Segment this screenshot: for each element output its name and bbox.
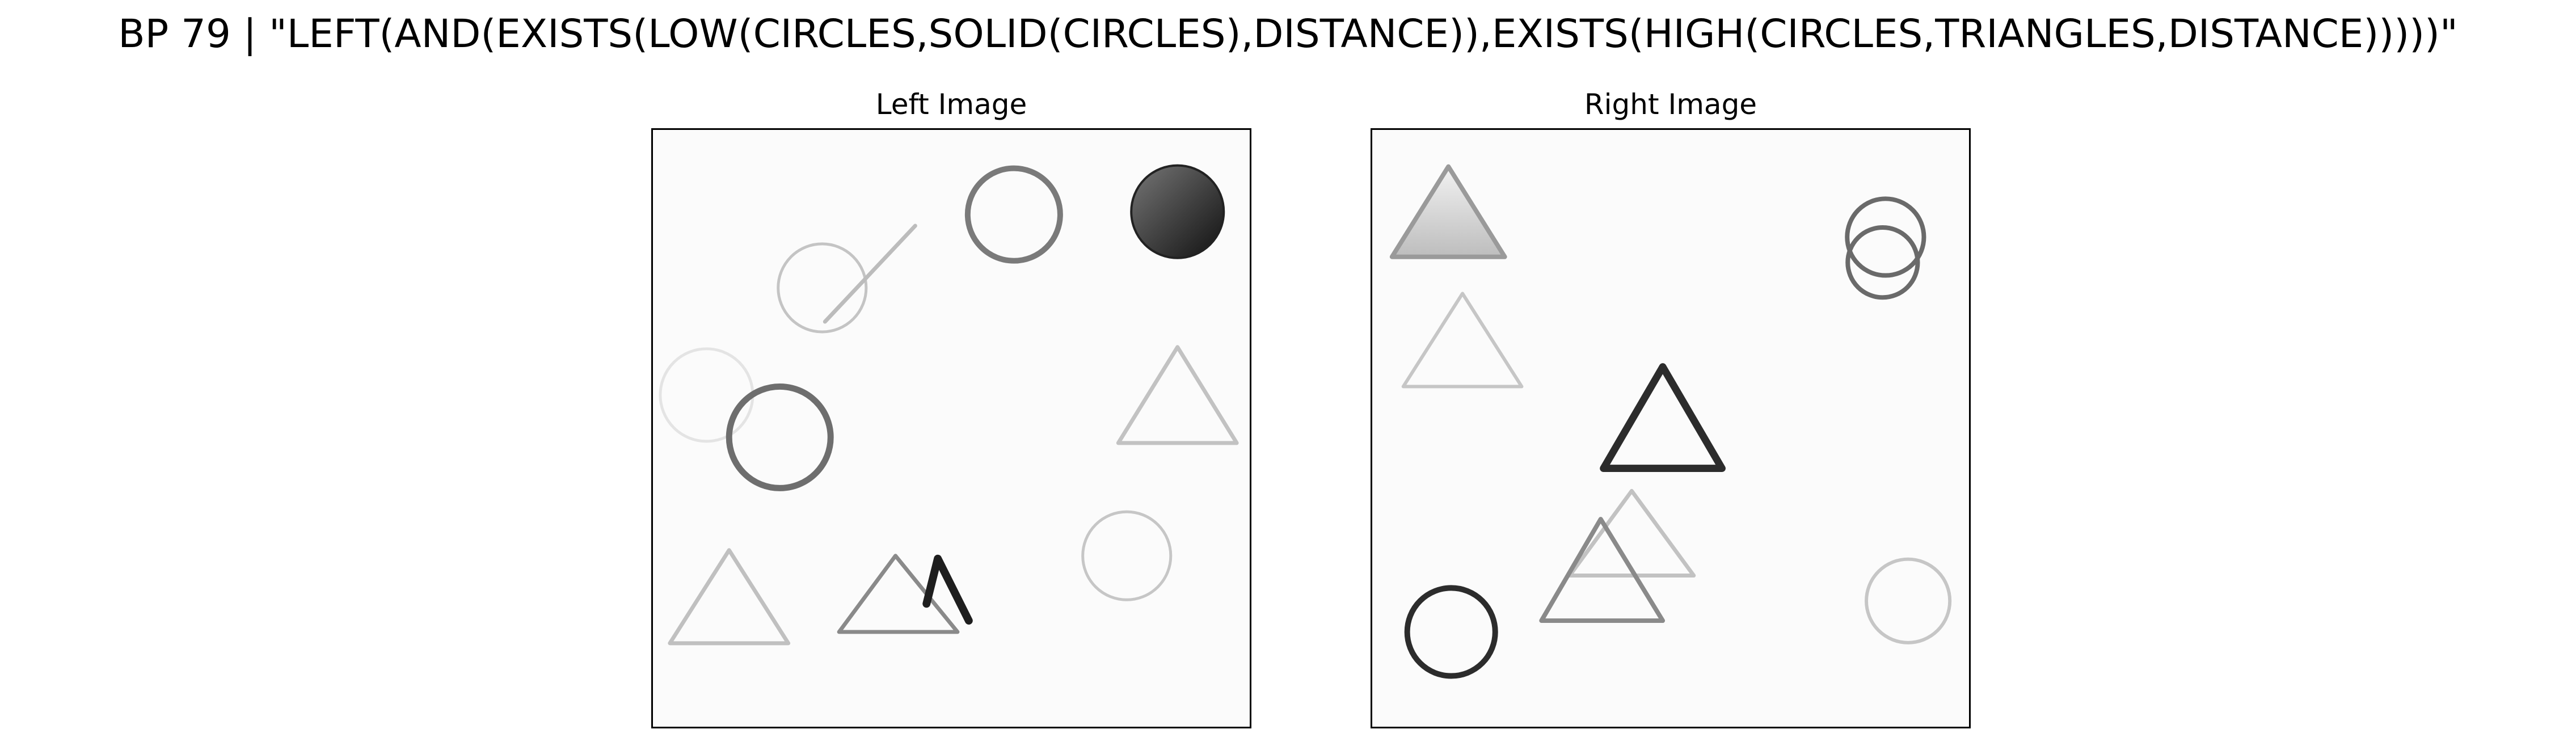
right-dark-circle [1404, 585, 1498, 679]
left-solid-circle [1130, 164, 1225, 259]
right-image-panel [1371, 128, 1971, 728]
right-dark-triangle [1600, 363, 1726, 473]
left-image-canvas [659, 164, 1239, 646]
right-triangle-outline-3 [1539, 517, 1666, 623]
left-line-stroke [823, 224, 917, 324]
left-panel-title: Left Image [875, 88, 1027, 121]
right-double-circle-bottom [1845, 225, 1920, 300]
figure-title: BP 79 | "LEFT(AND(EXISTS(LOW(CIRCLES,SOL… [118, 11, 2458, 57]
left-circle-outline-1 [777, 242, 868, 334]
left-triangle-bottom-left [668, 548, 791, 646]
right-double-circle-top [1845, 196, 1926, 278]
right-triangle-outline-2 [1567, 488, 1696, 578]
right-panel-title: Right Image [1584, 88, 1757, 121]
right-light-circle [1865, 557, 1952, 644]
left-circle-outline-3 [726, 383, 834, 491]
left-triangle-right [1116, 345, 1239, 445]
left-image-panel [651, 128, 1251, 728]
left-faint-circle [659, 347, 754, 443]
left-partial-triangle [922, 554, 973, 625]
left-circle-outline-4 [1081, 510, 1173, 601]
right-shaded-triangle [1389, 164, 1507, 259]
right-image-canvas [1389, 164, 1952, 679]
left-circle-outline-2 [964, 165, 1063, 264]
right-triangle-outline-1 [1401, 292, 1524, 389]
